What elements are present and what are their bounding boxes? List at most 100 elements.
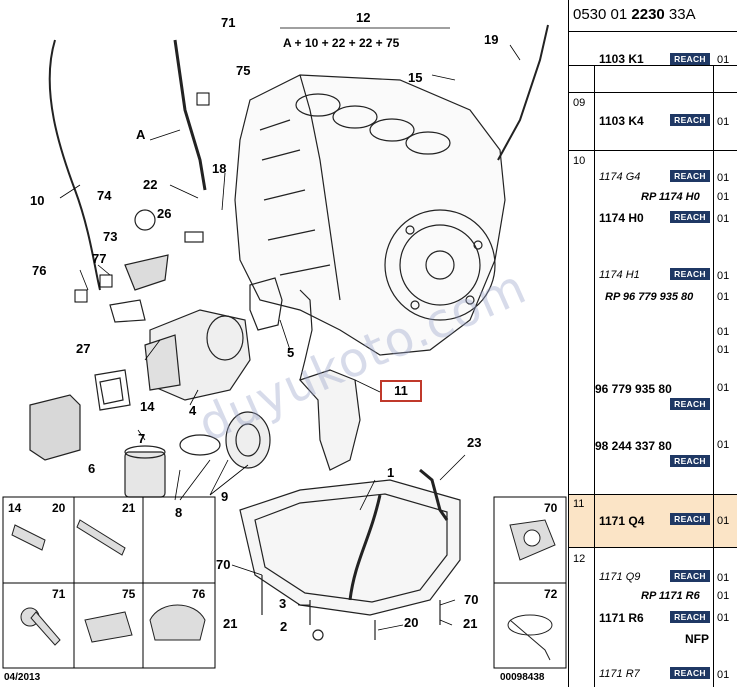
reach-badge: REACH bbox=[670, 455, 710, 467]
reach-badge: REACH bbox=[670, 170, 710, 182]
row-index: 12 bbox=[573, 553, 586, 565]
callout-20[interactable]: 20 bbox=[404, 615, 419, 630]
part-number[interactable]: 96 779 935 80 bbox=[595, 382, 672, 396]
inset-label-20[interactable]: 20 bbox=[52, 501, 66, 515]
diagram-date: 04/2013 bbox=[4, 672, 41, 683]
header-divider bbox=[569, 31, 737, 32]
callout-70-right[interactable]: 70 bbox=[464, 592, 479, 607]
row-index: 11 bbox=[573, 498, 585, 510]
part-number-highlighted[interactable]: 1171 Q4 bbox=[599, 514, 645, 528]
callout-27[interactable]: 27 bbox=[76, 341, 91, 356]
callout-22[interactable]: 22 bbox=[143, 177, 158, 192]
part-number[interactable]: 1174 H0 bbox=[599, 211, 644, 225]
reach-badge: REACH bbox=[670, 513, 710, 525]
part-qty: 01 bbox=[717, 590, 730, 602]
highlighted-part-11-label[interactable]: 11 bbox=[380, 380, 422, 402]
callout-15[interactable]: 15 bbox=[408, 70, 423, 85]
part-qty: 01 bbox=[717, 669, 730, 681]
part-qty: 01 bbox=[717, 54, 730, 66]
exploded-parts-diagram: duyukoto.com 12 A + 10 + 22 + 22 + 75 11… bbox=[2, 10, 567, 683]
inset-label-75[interactable]: 75 bbox=[122, 587, 136, 601]
callout-1[interactable]: 1 bbox=[387, 465, 395, 480]
callout-21-left[interactable]: 21 bbox=[223, 616, 238, 631]
inset-label-14[interactable]: 14 bbox=[8, 501, 22, 515]
callout-19[interactable]: 19 bbox=[484, 32, 499, 47]
callout-7[interactable]: 7 bbox=[138, 431, 146, 446]
engine-block-drawing bbox=[2, 24, 567, 669]
inset-label-72[interactable]: 72 bbox=[544, 587, 558, 601]
row-divider bbox=[569, 547, 737, 548]
row-divider bbox=[569, 494, 737, 495]
diagram-doc-number: 00098438 bbox=[500, 672, 545, 683]
reference-bold: 2230 bbox=[631, 6, 665, 23]
part-number[interactable]: RP 96 779 935 80 bbox=[605, 291, 694, 303]
callout-4[interactable]: 4 bbox=[189, 403, 197, 418]
part-qty: 01 bbox=[717, 515, 730, 527]
part-qty: 01 bbox=[717, 270, 730, 282]
reference-suffix: 33A bbox=[664, 6, 696, 23]
part-number[interactable]: 1174 H1 bbox=[599, 269, 640, 281]
callout-23[interactable]: 23 bbox=[467, 435, 482, 450]
callout-70-left[interactable]: 70 bbox=[216, 557, 231, 572]
callout-6[interactable]: 6 bbox=[88, 461, 96, 476]
callout-21-right[interactable]: 21 bbox=[463, 616, 478, 631]
callout-74[interactable]: 74 bbox=[97, 188, 112, 203]
part-qty: 01 bbox=[717, 172, 730, 184]
callout-3[interactable]: 3 bbox=[279, 596, 287, 611]
inset-label-70[interactable]: 70 bbox=[544, 501, 558, 515]
reach-badge: REACH bbox=[670, 570, 710, 582]
part-qty: 01 bbox=[717, 213, 730, 225]
callout-73[interactable]: 73 bbox=[103, 229, 118, 244]
reach-badge: REACH bbox=[670, 53, 710, 65]
inset-label-71[interactable]: 71 bbox=[52, 587, 66, 601]
callout-77[interactable]: 77 bbox=[92, 251, 107, 266]
inset-label-21[interactable]: 21 bbox=[122, 501, 136, 515]
callout-76[interactable]: 76 bbox=[32, 263, 47, 278]
reach-badge: REACH bbox=[670, 211, 710, 223]
reach-badge: REACH bbox=[670, 611, 710, 623]
callout-2[interactable]: 2 bbox=[280, 619, 288, 634]
row-divider bbox=[569, 92, 737, 93]
reference-prefix: 0530 01 bbox=[573, 6, 632, 23]
callout-75[interactable]: 75 bbox=[236, 63, 251, 78]
callout-A[interactable]: A bbox=[136, 127, 146, 142]
part-qty: 01 bbox=[717, 191, 730, 203]
parts-list-panel: 0530 01 2230 33A 1103 K1 REACH 01 09 110… bbox=[568, 0, 737, 687]
part-number[interactable]: 1171 Q9 bbox=[599, 571, 641, 583]
formula-text: A + 10 + 22 + 22 + 75 bbox=[283, 36, 400, 50]
part-number[interactable]: 1171 R6 bbox=[599, 611, 644, 625]
part-number[interactable]: 1103 K4 bbox=[599, 114, 644, 128]
row-divider bbox=[569, 65, 737, 66]
part-number[interactable]: RP 1171 R6 bbox=[641, 590, 700, 602]
part-qty: 01 bbox=[717, 116, 730, 128]
row-index: 10 bbox=[573, 155, 586, 167]
row-divider bbox=[569, 150, 737, 151]
part-status: NFP bbox=[685, 632, 709, 646]
part-qty: 01 bbox=[717, 572, 730, 584]
reach-badge: REACH bbox=[670, 398, 710, 410]
part-number[interactable]: 1103 K1 bbox=[599, 52, 644, 66]
reach-badge: REACH bbox=[670, 114, 710, 126]
inset-label-76[interactable]: 76 bbox=[192, 587, 206, 601]
callout-26[interactable]: 26 bbox=[157, 206, 172, 221]
part-number[interactable]: 98 244 337 80 bbox=[595, 439, 672, 453]
part-number[interactable]: RP 1174 H0 bbox=[641, 191, 700, 203]
callout-18[interactable]: 18 bbox=[212, 161, 227, 176]
part-qty: 01 bbox=[717, 439, 730, 451]
part-qty: 01 bbox=[717, 344, 730, 356]
callout-10[interactable]: 10 bbox=[30, 193, 45, 208]
formula-index: 12 bbox=[356, 10, 371, 25]
callout-14[interactable]: 14 bbox=[140, 399, 155, 414]
part-number[interactable]: 1171 R7 bbox=[599, 668, 640, 680]
callout-5[interactable]: 5 bbox=[287, 345, 295, 360]
row-index: 09 bbox=[573, 97, 586, 109]
reference-header: 0530 01 2230 33A bbox=[569, 0, 737, 30]
reach-badge: REACH bbox=[670, 268, 710, 280]
callout-71[interactable]: 71 bbox=[221, 15, 236, 30]
callout-9[interactable]: 9 bbox=[221, 489, 229, 504]
part-qty: 01 bbox=[717, 382, 730, 394]
callout-8[interactable]: 8 bbox=[175, 505, 183, 520]
part-qty: 01 bbox=[717, 326, 730, 338]
index-column-divider bbox=[594, 65, 595, 687]
part-number[interactable]: 1174 G4 bbox=[599, 171, 641, 183]
